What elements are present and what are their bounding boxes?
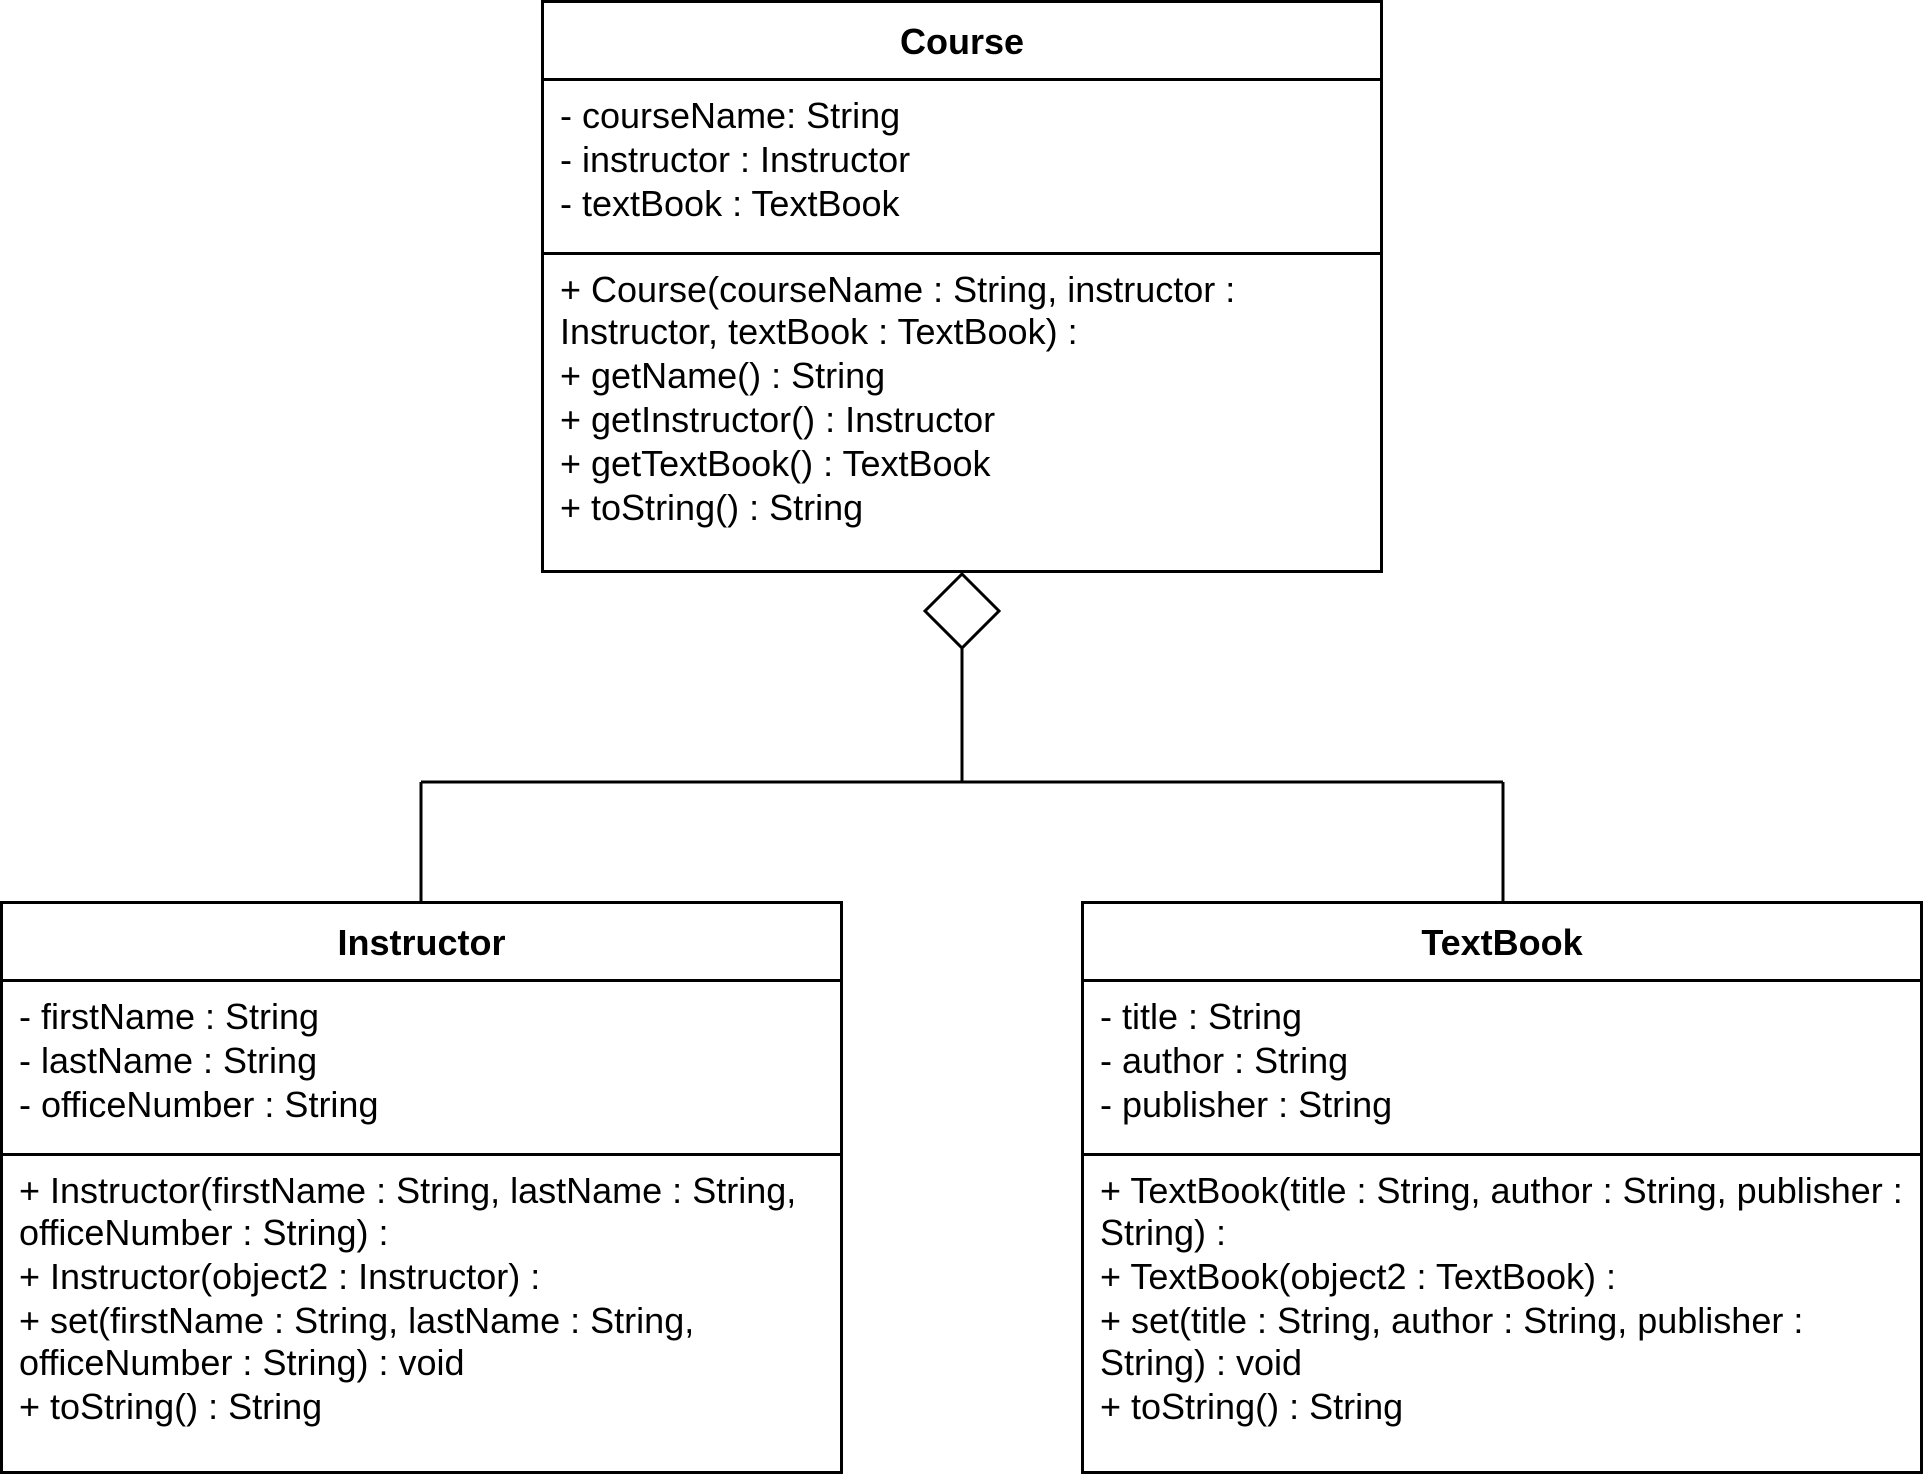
aggregation-diamond <box>922 571 1002 651</box>
instructor-methods: + Instructor(firstName : String, lastNam… <box>3 1156 840 1428</box>
instructor-attribute: - lastName : String <box>19 1040 318 1081</box>
textbook-attributes: - title : String - author : String - pub… <box>1084 982 1920 1156</box>
course-methods: + Course(courseName : String, instructor… <box>544 255 1380 529</box>
course-attribute: - courseName: String <box>560 95 901 136</box>
course-method: + toString() : String <box>560 487 864 528</box>
textbook-methods: + TextBook(title : String, author : Stri… <box>1084 1156 1920 1428</box>
instructor-method: + Instructor(firstName : String, lastNam… <box>19 1170 807 1253</box>
textbook-attribute: - publisher : String <box>1100 1084 1393 1125</box>
instructor-class-box: Instructor - firstName : String - lastNa… <box>0 901 843 1474</box>
course-method: + getTextBook() : TextBook <box>560 443 991 484</box>
course-class-box: Course - courseName: String - instructor… <box>541 0 1383 573</box>
textbook-method: + TextBook(title : String, author : Stri… <box>1100 1170 1913 1253</box>
textbook-method: + set(title : String, author : String, p… <box>1100 1300 1814 1383</box>
course-class-name: Course <box>544 3 1380 81</box>
course-method: + getName() : String <box>560 355 886 396</box>
instructor-attributes: - firstName : String - lastName : String… <box>3 982 840 1156</box>
instructor-class-name: Instructor <box>3 904 840 982</box>
textbook-class-box: TextBook - title : String - author : Str… <box>1081 901 1923 1474</box>
course-attribute: - textBook : TextBook <box>560 183 900 224</box>
textbook-attribute: - author : String <box>1100 1040 1349 1081</box>
textbook-class-name: TextBook <box>1084 904 1920 982</box>
course-attributes: - courseName: String - instructor : Inst… <box>544 81 1380 255</box>
instructor-attribute: - firstName : String <box>19 996 320 1037</box>
textbook-attribute: - title : String <box>1100 996 1303 1037</box>
instructor-attribute: - officeNumber : String <box>19 1084 379 1125</box>
course-method: + Course(courseName : String, instructor… <box>560 269 1246 352</box>
textbook-method: + toString() : String <box>1100 1386 1404 1427</box>
instructor-method: + toString() : String <box>19 1386 323 1427</box>
instructor-method: + Instructor(object2 : Instructor) : <box>19 1256 541 1297</box>
course-method: + getInstructor() : Instructor <box>560 399 996 440</box>
course-attribute: - instructor : Instructor <box>560 139 911 180</box>
instructor-method: + set(firstName : String, lastName : Str… <box>19 1300 705 1383</box>
textbook-method: + TextBook(object2 : TextBook) : <box>1100 1256 1616 1297</box>
